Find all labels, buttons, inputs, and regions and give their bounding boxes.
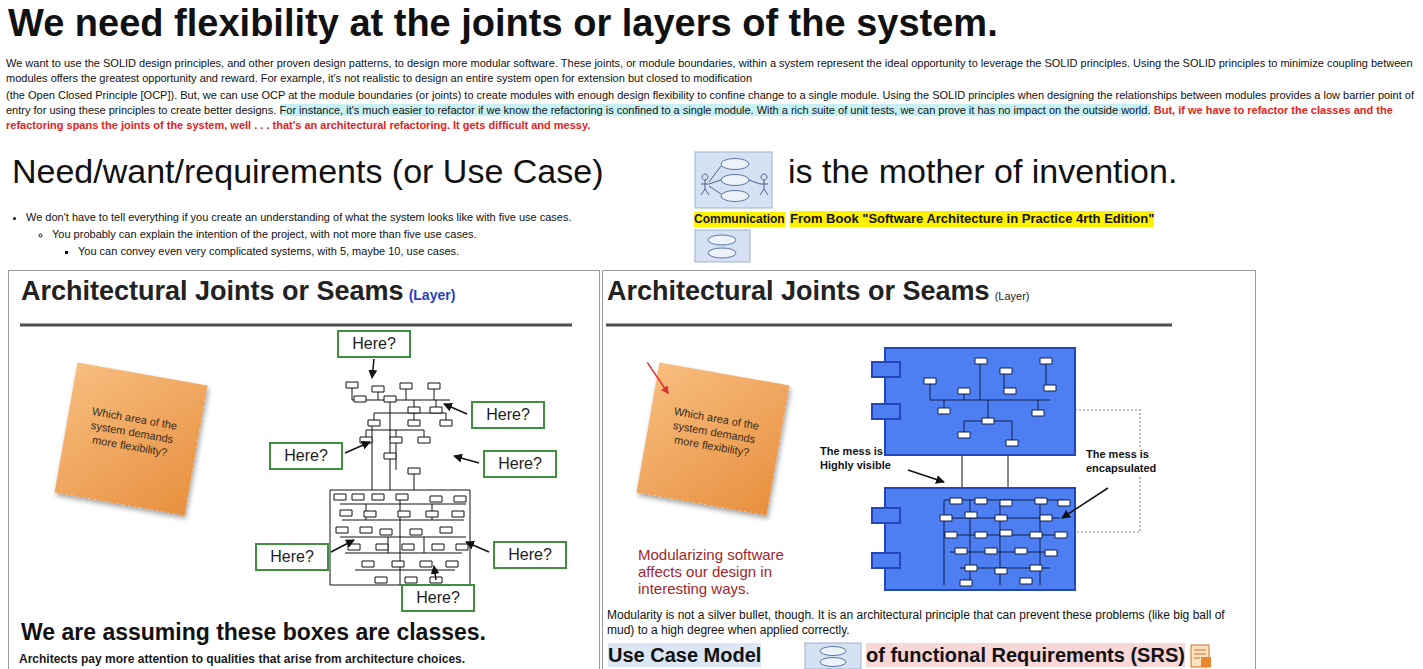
use-case-ellipse: [721, 175, 749, 186]
document-lines: [1194, 650, 1206, 658]
here-box: Here?: [269, 442, 343, 470]
box-label: Here?: [416, 588, 460, 608]
use-case-icon: [695, 152, 772, 208]
here-box: Here?: [471, 401, 545, 429]
annotation: The mess is encapsulated: [1086, 447, 1170, 475]
sticky-text: Which area of the system demands more fl…: [646, 363, 790, 465]
sticky-text: Which area of the system demands more fl…: [64, 363, 208, 465]
here-box: Here?: [483, 450, 557, 478]
page-title: We need flexibility at the joints or lay…: [8, 0, 998, 46]
actor-figure: [701, 166, 768, 195]
body-paragraph: We want to use the SOLID design principl…: [6, 56, 1417, 86]
pointer-arrow: [653, 363, 699, 409]
bullet-list: You probably can explain the intention o…: [26, 226, 571, 260]
pointer-arrow: [444, 404, 467, 414]
heading-rule: [606, 324, 1172, 327]
component-tab: [872, 553, 900, 568]
class-diagram: [330, 382, 470, 585]
section-heading: is the mother of invention.: [788, 150, 1177, 192]
class-links: [330, 388, 470, 585]
class-box: [334, 382, 468, 583]
book-reference: From Book "Software Architecture in Prac…: [790, 211, 1154, 227]
bullet-text: You can convey even very complicated sys…: [78, 243, 571, 260]
panel-note: Modularity is not a silver bullet, thoug…: [607, 608, 1252, 638]
document-icon: [1191, 645, 1211, 667]
leader-arrow: [1062, 488, 1108, 518]
sticky-note: Which area of the system demands more fl…: [55, 363, 208, 516]
component-tab: [872, 508, 900, 523]
layer-panel: We are assuming these boxes are classes.…: [8, 270, 600, 669]
model-subtitle: of functional Requirements (SRS): [866, 643, 1185, 667]
heading-rule: [20, 324, 572, 327]
pointer-arrow: [345, 442, 370, 453]
component-tab: [872, 404, 900, 419]
heading-row: Architectural Joints or Seams (Layer): [607, 275, 1029, 307]
pointer-arrow: [466, 542, 489, 552]
use-case-ellipse: [708, 248, 736, 258]
section-heading: Need/want/requirements (or Use Case): [12, 150, 603, 192]
annotation: The mess is Highly visible: [820, 444, 902, 472]
pointer-arrow: [434, 566, 436, 580]
here-box: Here?: [255, 543, 329, 571]
pointer-arrows: [331, 359, 489, 580]
bullet-list: We don't have to tell everything if you …: [12, 209, 571, 260]
heading-tag: (Layer): [995, 290, 1030, 302]
document-badge: [1201, 657, 1211, 667]
panel-heading: Architectural Joints or Seams: [21, 275, 404, 307]
heading-row: Architectural Joints or Seams (Layer): [21, 275, 455, 307]
panel-note: Architects pay more attention to qualiti…: [19, 652, 465, 667]
callout-note: Modularizing software affects our design…: [638, 546, 813, 597]
sticky-note: Which area of the system demands more fl…: [637, 363, 790, 516]
bullet-text: You probably can explain the intention o…: [52, 226, 571, 243]
bullet-item: We don't have to tell everything if you …: [26, 209, 571, 260]
panel-statement: We are assuming these boxes are classes.: [21, 619, 486, 646]
icon-ground: [695, 152, 772, 208]
class-box: [924, 358, 1070, 586]
pointer-arrow: [454, 456, 479, 463]
bullet-item: You probably can explain the intention o…: [52, 226, 571, 260]
here-box: Here?: [493, 541, 567, 569]
component-tab: [872, 362, 900, 377]
model-title: Use Case Model: [608, 643, 761, 667]
use-case-ellipse: [721, 159, 749, 170]
pointer-arrow: [372, 359, 374, 378]
icon-ground: [695, 230, 750, 262]
box-label: Here?: [486, 405, 530, 425]
box-label: Here?: [270, 547, 314, 567]
highlight-tag: Communication: [694, 212, 785, 227]
icon-ground: [805, 643, 861, 669]
leader-arrow: [908, 470, 944, 482]
box-label: Here?: [508, 545, 552, 565]
bullet-list: You can convey even very complicated sys…: [52, 243, 571, 260]
use-case-ellipse: [820, 647, 846, 656]
body-paragraph: (the Open Closed Principle [OCP]). But, …: [6, 88, 1417, 133]
panel-heading: Architectural Joints or Seams: [607, 275, 990, 307]
box-label: Here?: [498, 454, 542, 474]
bullet-text: We don't have to tell everything if you …: [26, 209, 571, 226]
box-label: Here?: [284, 446, 328, 466]
use-case-icon: [695, 230, 750, 262]
bullet-item: You can convey even very complicated sys…: [78, 243, 571, 260]
use-case-ellipse: [721, 191, 749, 202]
here-box: Here?: [337, 330, 411, 358]
use-case-icon: [805, 643, 861, 669]
highlighted-sentence: For instance, it's much easier to refact…: [280, 104, 1151, 116]
here-box: Here?: [401, 584, 475, 612]
pointer-arrow: [331, 540, 354, 552]
pointer-arrow: [643, 362, 673, 393]
heading-tag: (Layer): [409, 287, 456, 303]
use-case-ellipse: [820, 658, 846, 667]
use-case-ellipse: [708, 235, 736, 245]
box-label: Here?: [352, 334, 396, 354]
